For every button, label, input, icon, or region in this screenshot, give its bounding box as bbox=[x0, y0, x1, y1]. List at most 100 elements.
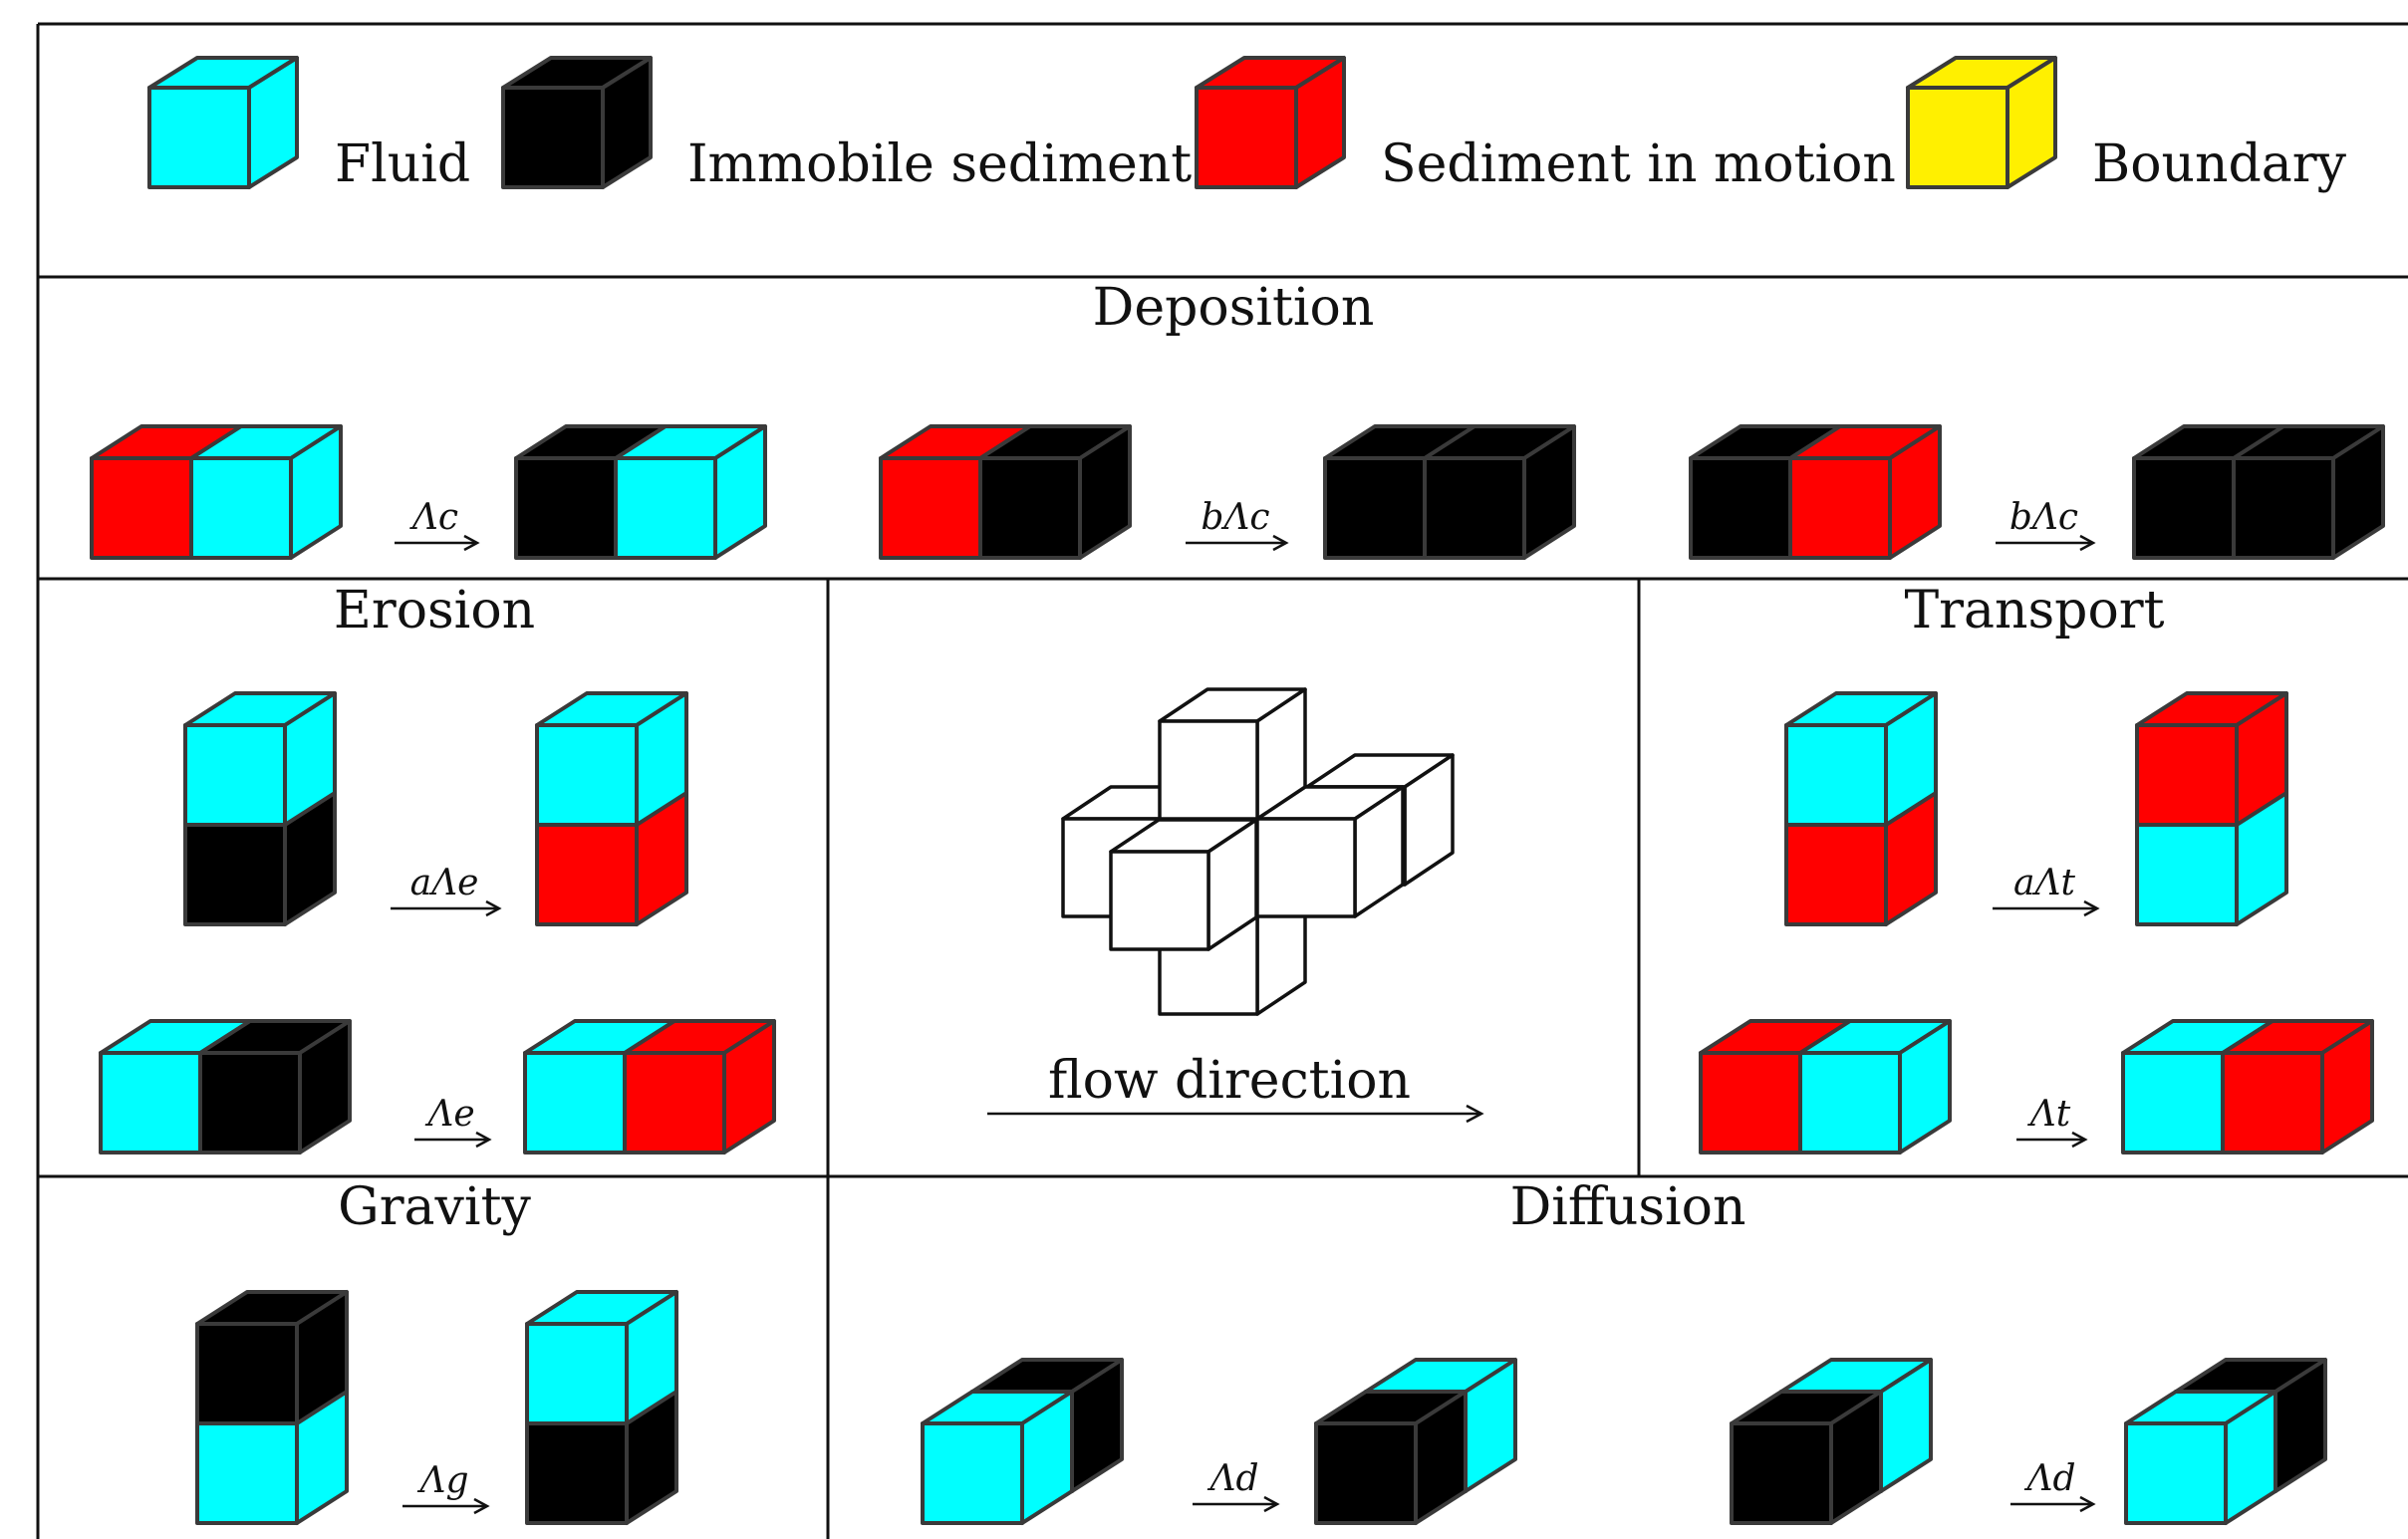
transport-pair-motion-fluid bbox=[1699, 1019, 1952, 1154]
cube-front-face bbox=[1788, 456, 1892, 560]
flow-direction-label: flow direction bbox=[1048, 1051, 1411, 1111]
rate-label-dep3: bΛc bbox=[2009, 497, 2078, 538]
cube-front-face bbox=[1699, 1051, 1802, 1154]
rate-label-dif1: Λd bbox=[1206, 1458, 1258, 1499]
cube-front-face bbox=[195, 1322, 299, 1425]
rate-arrow-dep3: bΛc bbox=[1996, 497, 2096, 552]
erosion-stack-fluid-immobile bbox=[183, 691, 337, 926]
flow-direction-arrow bbox=[987, 1104, 1484, 1124]
rate-arrow-ero2: Λe bbox=[414, 1094, 492, 1149]
rate-label-ero1: aΛe bbox=[410, 863, 479, 903]
diffusion-pair-fluid-front-immobile-back bbox=[921, 1358, 1124, 1525]
cube-front-face bbox=[2124, 1421, 2228, 1525]
rate-label-tra1: aΛt bbox=[2013, 863, 2075, 903]
cube-front-face bbox=[195, 1421, 299, 1525]
rate-arrow-grav: Λg bbox=[402, 1460, 490, 1515]
cube-front-face bbox=[1158, 719, 1259, 821]
cube-front-face bbox=[525, 1421, 629, 1525]
cube-front-face bbox=[189, 456, 293, 560]
rate-label-dep1: Λc bbox=[409, 497, 458, 538]
rate-arrow-ero1: aΛe bbox=[391, 863, 502, 917]
cube-front-face bbox=[525, 1322, 629, 1425]
cube-front-face bbox=[535, 723, 639, 827]
rate-arrow-tra2: Λt bbox=[2016, 1094, 2088, 1149]
diffusion-pair-immobile-front-fluid-back bbox=[1314, 1358, 1517, 1525]
diffusion-title: Diffusion bbox=[1510, 1177, 1746, 1237]
cube-front-face bbox=[514, 456, 618, 560]
cube-front-face bbox=[90, 456, 193, 560]
cube-front-face bbox=[921, 1421, 1024, 1525]
cube-front-face bbox=[2132, 456, 2236, 560]
legend-immobile-label: Immobile sediment bbox=[687, 134, 1192, 194]
erosion-stack-fluid-motion bbox=[535, 691, 688, 926]
legend-immobile-cube bbox=[501, 56, 653, 189]
deposition-title: Deposition bbox=[1093, 278, 1375, 338]
cube-front-face bbox=[1255, 817, 1357, 918]
cube-front-face bbox=[879, 456, 982, 560]
legend-fluid-cube bbox=[147, 56, 299, 189]
transport-pair-fluid-motion bbox=[2121, 1019, 2374, 1154]
rate-arrow-dep2: bΛc bbox=[1186, 497, 1289, 552]
legend-fluid-label: Fluid bbox=[335, 134, 470, 194]
cube-front-face bbox=[1423, 456, 1526, 560]
neighbourhood-cubes-icon bbox=[1061, 687, 1455, 1016]
cube-front-face bbox=[501, 86, 605, 189]
transport-stack-motion-fluid bbox=[2135, 691, 2288, 926]
cube-front-face bbox=[523, 1051, 627, 1154]
deposition-pair-immobile-immobile bbox=[1323, 424, 1576, 560]
cube-front-face bbox=[614, 456, 717, 560]
cube-front-face bbox=[2232, 456, 2335, 560]
cube-front-face bbox=[1784, 823, 1888, 926]
rate-arrow-dif2: Λd bbox=[2010, 1458, 2096, 1513]
cube-front-face bbox=[1784, 723, 1888, 827]
cube-front-face bbox=[1109, 850, 1210, 951]
cube-front-face bbox=[1730, 1421, 1833, 1525]
legend-boundary-label: Boundary bbox=[2092, 134, 2347, 194]
cube-front-face bbox=[198, 1051, 302, 1154]
legend-motion-label: Sediment in motion bbox=[1381, 134, 1896, 194]
cube-front-face bbox=[1689, 456, 1792, 560]
rate-label-dep2: bΛc bbox=[1201, 497, 1269, 538]
gravity-stack-fluid-immobile bbox=[525, 1290, 678, 1525]
diffusion-pair-immobile-front-fluid-back-2 bbox=[1730, 1358, 1933, 1525]
rate-label-dif2: Λd bbox=[2023, 1458, 2075, 1499]
legend: Fluid Immobile sediment Sediment in moti… bbox=[147, 56, 2347, 194]
rate-arrow-dep1: Λc bbox=[395, 497, 480, 552]
cube-front-face bbox=[2135, 723, 2239, 827]
cube-front-face bbox=[99, 1051, 202, 1154]
cube-front-face bbox=[1323, 456, 1427, 560]
gravity-stack-immobile-fluid bbox=[195, 1290, 349, 1525]
deposition-pair-immobile-fluid bbox=[514, 424, 767, 560]
cube-front-face bbox=[147, 86, 251, 189]
gravity-title: Gravity bbox=[338, 1177, 531, 1237]
rate-arrow-tra1: aΛt bbox=[1993, 863, 2100, 917]
erosion-pair-fluid-motion bbox=[523, 1019, 776, 1154]
cube-front-face bbox=[183, 723, 287, 827]
transport-stack-fluid-motion bbox=[1784, 691, 1938, 926]
cube-front-face bbox=[2135, 823, 2239, 926]
cube-front-face bbox=[623, 1051, 726, 1154]
deposition-pair-motion-immobile bbox=[879, 424, 1132, 560]
diffusion-pair-fluid-front-immobile-back-2 bbox=[2124, 1358, 2327, 1525]
cube-front-face bbox=[2221, 1051, 2324, 1154]
rate-arrow-dif1: Λd bbox=[1193, 1458, 1280, 1513]
erosion-pair-fluid-immobile bbox=[99, 1019, 352, 1154]
rate-label-grav: Λg bbox=[416, 1460, 468, 1501]
cube-front-face bbox=[1906, 86, 2009, 189]
cube-front-face bbox=[535, 823, 639, 926]
deposition-pair-immobile-motion bbox=[1689, 424, 1942, 560]
cube-front-face bbox=[1798, 1051, 1902, 1154]
transport-title: Transport bbox=[1904, 581, 2164, 641]
legend-boundary-cube bbox=[1906, 56, 2057, 189]
deposition-pair-motion-fluid bbox=[90, 424, 343, 560]
erosion-title: Erosion bbox=[334, 581, 535, 641]
legend-motion-cube bbox=[1195, 56, 1346, 189]
cube-front-face bbox=[183, 823, 287, 926]
rate-label-tra2: Λt bbox=[2027, 1094, 2071, 1135]
cube-front-face bbox=[1195, 86, 1298, 189]
cube-front-face bbox=[1314, 1421, 1418, 1525]
rate-label-ero2: Λe bbox=[424, 1094, 474, 1135]
deposition-pair-immobile-immobile-2 bbox=[2132, 424, 2385, 560]
